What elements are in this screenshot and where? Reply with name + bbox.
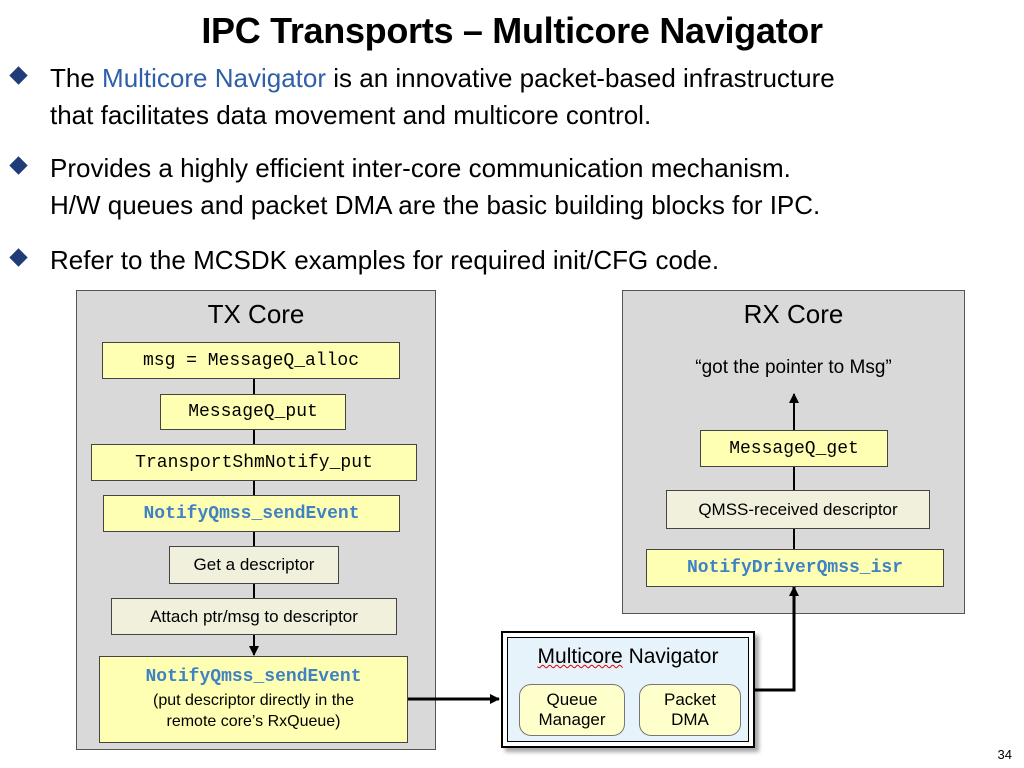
multicore-navigator-title: Multicore Navigator <box>508 645 748 669</box>
final-note-line-1: (put descriptor directly in the <box>153 692 354 709</box>
bullet-2-line-1: Provides a highly efficient inter-core c… <box>50 153 791 183</box>
bullet-3-line-1: Refer to the MCSDK examples for required… <box>50 245 720 275</box>
bullet-1-line-2: that facilitates data movement and multi… <box>50 100 652 130</box>
notify-qmss-send-event-box: NotifyQmss_sendEvent <box>103 495 400 532</box>
attach-ptr-box: Attach ptr/msg to descriptor <box>111 598 397 635</box>
packet-dma-line-1: Packet <box>664 690 716 709</box>
multicore-navigator-inner: Multicore Navigator Queue Manager Packet… <box>507 637 749 742</box>
bullet-1: The Multicore Navigator is an innovative… <box>9 60 1012 134</box>
bullet-3: Refer to the MCSDK examples for required… <box>9 242 1012 279</box>
navigator-title-word-2: Navigator <box>622 645 719 668</box>
get-descriptor-box: Get a descriptor <box>169 546 339 584</box>
final-note-line-2: remote core’s RxQueue) <box>166 713 341 730</box>
page-number: 34 <box>997 747 1012 762</box>
packet-dma-line-2: DMA <box>671 710 709 729</box>
qmss-received-descriptor-box: QMSS-received descriptor <box>666 490 930 529</box>
messageq-alloc-box: msg = MessageQ_alloc <box>102 342 400 379</box>
transport-shm-notify-put-box: TransportShmNotify_put <box>91 444 417 481</box>
bullet-2-line-2: H/W queues and packet DMA are the basic … <box>50 190 821 220</box>
messageq-put-box: MessageQ_put <box>160 394 346 430</box>
final-send-event-label: NotifyQmss_sendEvent <box>145 667 362 687</box>
arrow-navigator-to-rx <box>755 586 799 692</box>
rx-core-title: RX Core <box>743 299 844 329</box>
bullet-1-prefix: The <box>50 63 103 93</box>
queue-manager-box: Queue Manager <box>519 684 625 736</box>
multicore-navigator-highlight: Multicore Navigator <box>102 63 327 93</box>
queue-manager-line-1: Queue <box>546 690 598 709</box>
tx-core-title: TX Core <box>207 299 305 329</box>
got-pointer-quote: “got the pointer to Msg” <box>695 357 892 378</box>
slide-title: IPC Transports – Multicore Navigator <box>201 10 823 51</box>
messageq-get-box: MessageQ_get <box>700 430 888 467</box>
notify-driver-qmss-isr-box: NotifyDriverQmss_isr <box>646 549 944 587</box>
bullet-1-suffix: is an innovative packet-based infrastruc… <box>326 63 835 93</box>
queue-manager-line-2: Manager <box>538 710 606 729</box>
bullet-2: Provides a highly efficient inter-core c… <box>9 150 1012 224</box>
navigator-title-word-1: Multicore <box>537 645 623 668</box>
bullet-1-line-1: The Multicore Navigator is an innovative… <box>50 60 835 97</box>
packet-dma-box: Packet DMA <box>639 684 741 736</box>
final-send-event-box: NotifyQmss_sendEvent (put descriptor dir… <box>99 656 408 743</box>
multicore-navigator-block: Multicore Navigator Queue Manager Packet… <box>501 631 755 748</box>
